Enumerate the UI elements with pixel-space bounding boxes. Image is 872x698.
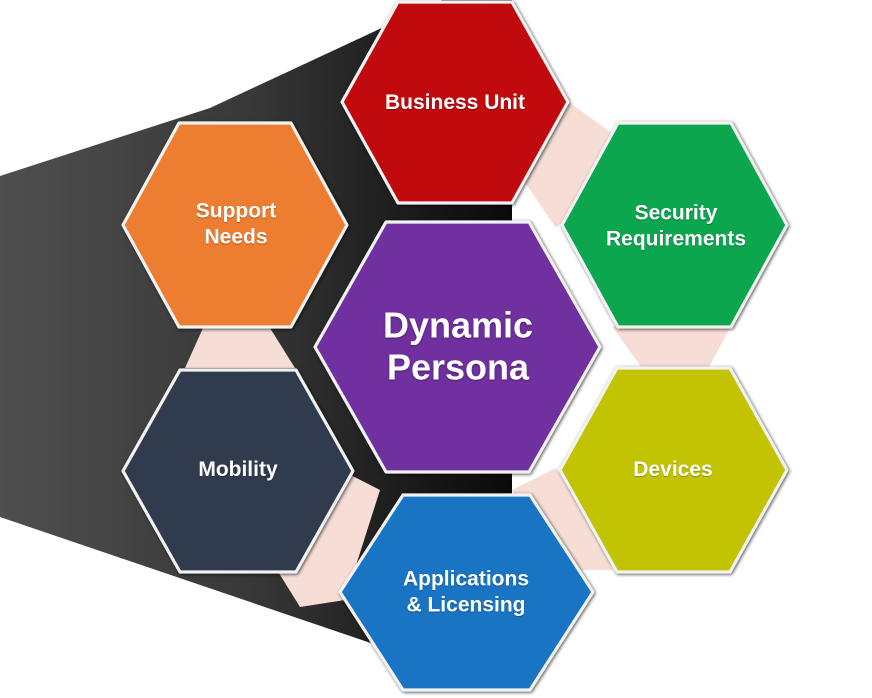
label-security-requirements: Security Requirements bbox=[605, 201, 747, 250]
hexagon-mobility bbox=[121, 368, 355, 574]
connector-applications-mobility bbox=[277, 468, 380, 607]
connector-devices-applications bbox=[512, 468, 612, 570]
label-dynamic-persona: Dynamic Persona bbox=[382, 304, 534, 388]
hexagon-dynamic-persona bbox=[313, 220, 602, 474]
hexagon-applications-licensing bbox=[338, 493, 595, 692]
label-business-unit: Business Unit bbox=[384, 91, 526, 115]
hexagon-support-needs bbox=[121, 121, 349, 329]
label-support-needs: Support Needs bbox=[195, 199, 277, 248]
label-applications-licensing: Applications & Licensing bbox=[402, 567, 529, 616]
hexagon-security-requirements bbox=[560, 121, 789, 329]
connector-business-security bbox=[522, 100, 616, 228]
connector-security-devices bbox=[612, 326, 731, 367]
label-mobility: Mobility bbox=[198, 458, 278, 482]
hexagon-business-unit bbox=[340, 0, 570, 205]
label-devices: Devices bbox=[633, 458, 713, 482]
hexagon-devices bbox=[558, 366, 789, 574]
connector-mobility-support bbox=[185, 328, 295, 368]
